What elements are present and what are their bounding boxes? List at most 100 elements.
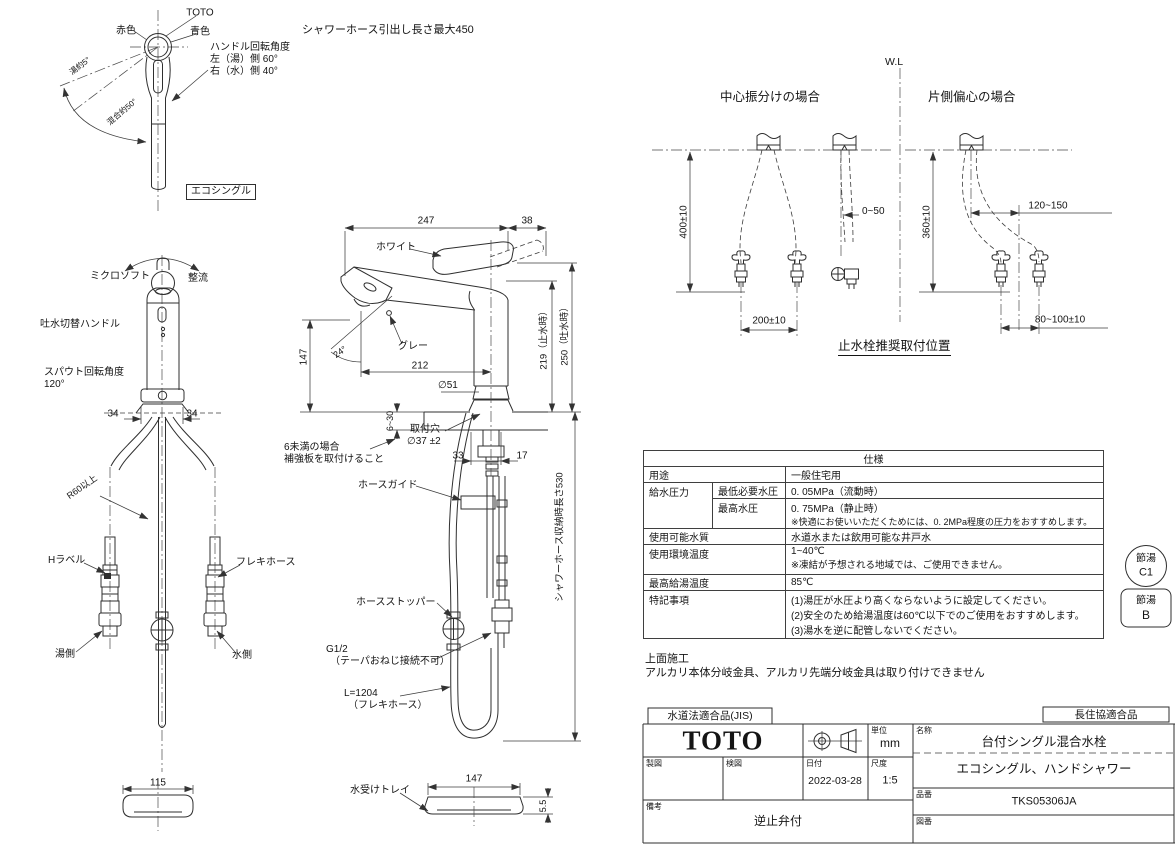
spec-notes-cell: (1)湯圧が水圧より高くならないように設定してください。 (2)安全のため給湯温…	[784, 590, 1105, 639]
thread-note-label: （テーパおねじ接続不可）	[330, 656, 450, 667]
hose-length-note: （フレキホース）	[348, 700, 428, 711]
handle-red-label: 赤色	[116, 25, 136, 37]
dim-33: 33	[452, 450, 464, 462]
handle-rotation-hot: 左（湯）側 60°	[210, 54, 278, 65]
tray-front-linework	[123, 778, 193, 831]
dia-51-label: ∅51	[438, 380, 458, 391]
straight-flow-label: 整流	[188, 273, 208, 284]
hose-stored-length-label: シャワーホース収納時長さ530	[554, 472, 566, 602]
dim-360: 360±10	[921, 205, 933, 239]
hose-guide-label: ホースガイド	[358, 480, 418, 491]
remarks-label: 備考	[646, 802, 662, 811]
mount-hole-dia: ∅37 ±2	[407, 436, 441, 447]
surface-note-2: アルカリ本体分岐金具、アルカリ先端分岐金具は取り付けできません	[645, 667, 985, 679]
reinforce-note-1: 6未満の場合	[284, 442, 340, 453]
handle-brand-label: TOTO	[186, 7, 214, 19]
spec-env-cell: 1~40℃ ※凍結が予想される地域では、ご使用できません。	[784, 544, 1105, 575]
unit-label: 単位	[871, 726, 887, 735]
spec-notes-label: 特記事項	[643, 590, 786, 639]
third-angle-projection-icon	[808, 730, 862, 753]
h-label: Hラベル	[48, 555, 86, 566]
checked-label: 検図	[726, 759, 742, 768]
dim-250-label: 250（吐水時）	[559, 302, 571, 366]
scale-value: 1:5	[882, 774, 898, 787]
dim-38: 38	[521, 215, 533, 227]
dim-120-150: 120~150	[1028, 200, 1068, 212]
cold-side-label: 水側	[232, 650, 252, 661]
spec-max-pressure-cell: 0. 75MPa（静止時） ※快適にお使いいただくためには、0. 2MPa程度の…	[784, 498, 1105, 529]
spec-env-label: 使用環境温度	[643, 544, 786, 575]
toto-logo: TOTO	[682, 725, 764, 756]
dim-219-label: 219（止水時）	[538, 306, 550, 370]
spec-pressure-label: 給水圧力	[643, 482, 713, 529]
hose-length-label: L=1204	[344, 688, 378, 699]
white-label: ホワイト	[376, 242, 416, 253]
hose-stopper-label: ホースストッパー	[356, 597, 436, 608]
micro-soft-label: ミクロソフト	[90, 271, 150, 282]
dim-34-right: 34	[186, 408, 198, 420]
mount-hole-label: 取付穴	[410, 424, 440, 435]
front-view-linework	[76, 255, 240, 772]
spec-quality-value: 水道水または飲用可能な井戸水	[784, 528, 1105, 545]
name-label: 名称	[916, 726, 932, 735]
scale-label: 尺度	[871, 759, 887, 768]
spec-usage-label: 用途	[643, 466, 786, 483]
spec-min-pressure-label: 最低必要水圧	[712, 482, 786, 499]
remarks-value: 逆止弁付	[753, 814, 803, 829]
waterline-label: W.L	[885, 56, 904, 68]
spec-usage-value: 一般住宅用	[784, 466, 1105, 483]
reinforce-note-2: 補強板を取付けること	[284, 454, 384, 465]
date-value: 2022-03-28	[808, 774, 862, 787]
center-split-title: 中心振分けの場合	[720, 90, 821, 104]
drawing-number-label: 図番	[916, 817, 932, 826]
drafted-label: 製図	[646, 759, 662, 768]
jis-approved-tab: 水道法適合品(JIS)	[667, 709, 753, 722]
flexi-hose-label: フレキホース	[236, 557, 296, 568]
dim-147-tray: 147	[465, 773, 483, 785]
spec-table: 仕様 用途 一般住宅用 給水圧力 最低必要水圧 0. 05MPa（流動時） 最高…	[642, 450, 1105, 639]
spec-env-value: 1~40℃	[791, 546, 825, 557]
spec-note-2: (2)安全のため給湯温度は60℃以下でのご使用をおすすめします。	[791, 611, 1085, 622]
dim-0-50: 0~50	[862, 206, 885, 217]
gray-label: グレー	[398, 341, 428, 352]
product-name: 台付シングル混合水栓	[981, 734, 1107, 749]
handle-rotation-title: ハンドル回転角度	[210, 42, 290, 53]
spec-note-3: (3)湯水を逆に配管しないでください。	[791, 626, 963, 637]
tray-label: 水受けトレイ	[350, 785, 410, 796]
dim-115: 115	[150, 777, 166, 789]
dim-5-5: 5.5	[537, 799, 548, 813]
unit-value: mm	[880, 736, 900, 751]
dim-200: 200±10	[752, 315, 786, 327]
badge-b-value: B	[1141, 608, 1151, 623]
spec-max-pressure-label: 最高水圧	[712, 498, 786, 529]
dim-212: 212	[411, 360, 429, 372]
spout-rotation-label: スパウト回転角度	[44, 367, 124, 378]
chojukyo-tab: 長住協適合品	[1074, 708, 1138, 721]
eco-badge-linework	[1121, 546, 1171, 628]
surface-note-1: 上面施工	[645, 653, 689, 665]
spec-max-pressure-note: ※快適にお使いいただくためには、0. 2MPa程度の圧力をおすすめします。	[791, 517, 1093, 527]
dim-6-30-label: 6~30	[384, 410, 395, 432]
part-number-label: 品番	[916, 790, 932, 799]
side-view-linework	[300, 224, 581, 826]
dim-80-100: 80~100±10	[1034, 314, 1086, 326]
stop-valve-caption: 止水栓推奨取付位置	[838, 339, 951, 357]
dim-247: 247	[417, 215, 435, 227]
handle-rotation-cold: 右（水）側 40°	[210, 66, 278, 77]
switch-handle-label: 吐水切替ハンドル	[40, 319, 120, 330]
handle-top-view-linework	[60, 10, 208, 213]
pullout-length-note: シャワーホース引出し長さ最大450	[302, 24, 474, 36]
badge-c1-top: 節湯	[1136, 553, 1156, 565]
dim-147-vertical: 147	[298, 348, 310, 366]
spec-hot-max-value: 85℃	[784, 574, 1105, 591]
title-block-linework	[643, 707, 1175, 843]
spec-title: 仕様	[642, 450, 1105, 467]
install-diagram-linework	[652, 68, 1112, 338]
spec-max-pressure-value: 0. 75MPa（静止時）	[791, 504, 884, 515]
thread-g12-label: G1/2	[326, 644, 348, 655]
spec-hot-max-label: 最高給湯温度	[643, 574, 786, 591]
spec-quality-label: 使用可能水質	[643, 528, 786, 545]
badge-b-top: 節湯	[1136, 595, 1156, 607]
